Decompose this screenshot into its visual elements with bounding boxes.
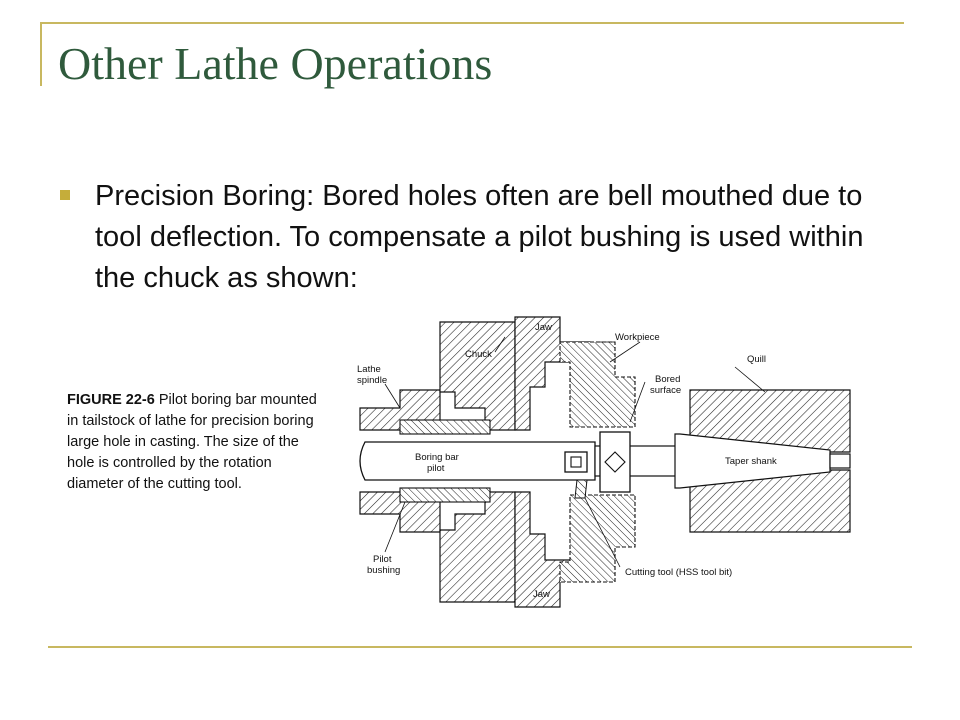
label-pilot: pilot	[427, 463, 445, 474]
label-cutting-tool: Cutting tool (HSS tool bit)	[625, 567, 732, 578]
bullet-text: Precision Boring: Bored holes often are …	[95, 180, 864, 294]
workpiece-lower	[559, 494, 636, 583]
figure-caption: FIGURE 22-6 Pilot boring bar mounted in …	[67, 390, 317, 495]
label-pilot-bushing-2: bushing	[367, 565, 400, 576]
slide-title: Other Lathe Operations	[58, 38, 493, 89]
chuck-lower	[439, 491, 516, 603]
label-bored: Bored	[655, 374, 680, 385]
quill-upper	[689, 389, 851, 453]
pilot-bushing-upper	[399, 419, 491, 435]
figure-caption-text: Pilot boring bar mounted in tailstock of…	[67, 392, 317, 492]
boring-bar-pilot	[359, 441, 596, 481]
taper-shank	[674, 433, 831, 489]
label-taper-shank: Taper shank	[725, 456, 777, 467]
label-pilot-bushing-1: Pilot	[373, 554, 392, 565]
label-jaw-top: Jaw	[535, 322, 552, 333]
label-boring-bar: Boring bar	[415, 452, 459, 463]
cutting-tool-bit	[574, 479, 588, 499]
tang	[829, 453, 851, 469]
label-jaw-bottom: Jaw	[533, 589, 550, 600]
square-bullet-icon	[60, 190, 70, 200]
workpiece-upper	[559, 341, 636, 428]
label-quill: Quill	[747, 354, 766, 365]
pilot-boring-diagram: Jaw Chuck Workpiece Quill Lathe spindle …	[357, 316, 851, 608]
top-frame-rule	[40, 22, 904, 24]
label-spindle: spindle	[357, 375, 387, 386]
bottom-frame-rule	[48, 646, 912, 648]
figure-caption-label: FIGURE 22-6	[67, 392, 155, 408]
label-surface: surface	[650, 385, 681, 396]
label-workpiece: Workpiece	[615, 332, 660, 343]
pilot-bushing-lower	[399, 487, 491, 503]
left-frame-rule	[40, 22, 42, 86]
label-chuck: Chuck	[465, 349, 492, 360]
label-lathe: Lathe	[357, 364, 381, 375]
